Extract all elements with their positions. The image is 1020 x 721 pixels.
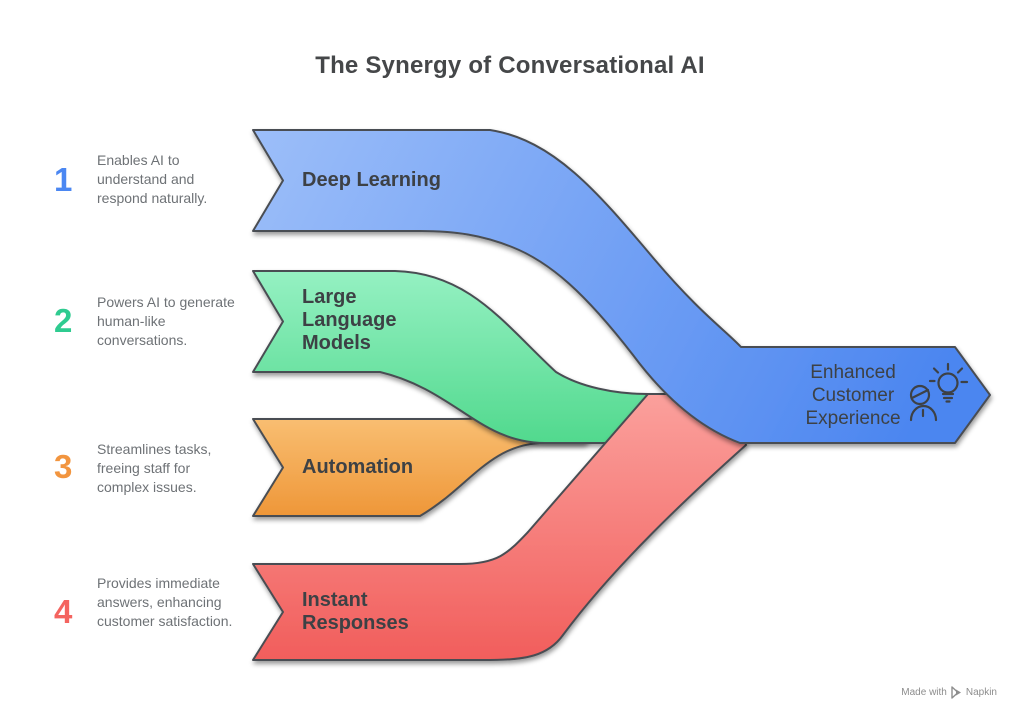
band-label-deep-learning: Deep Learning <box>302 169 441 191</box>
step-description-2: Powers AI to generate human-like convers… <box>97 294 235 349</box>
footer-brand-text: Napkin <box>965 686 997 698</box>
step-description-3: Streamlines tasks, freeing staff for com… <box>97 441 212 496</box>
band-large-language-models <box>252 270 649 444</box>
footer-credit[interactable]: Made with Napkin <box>901 685 997 699</box>
step-description-1: Enables AI to understand and respond nat… <box>97 152 208 207</box>
band-deep-learning-outcome-arrow <box>252 129 991 444</box>
footer-made-with-text: Made with <box>901 686 947 698</box>
outcome-label: Enhanced Customer Experience <box>805 362 901 430</box>
band-label-automation: Automation <box>302 456 414 478</box>
person-idea-icon <box>909 362 969 422</box>
band-label-instant-responses: Instant Responses <box>302 589 409 635</box>
band-label-large-language-models: Large Language Models <box>302 286 397 355</box>
band-instant-responses <box>252 393 747 661</box>
step-number-4: 4 <box>54 593 73 630</box>
step-number-1: 1 <box>54 161 73 198</box>
page-title: The Synergy of Conversational AI <box>315 52 705 79</box>
napkin-flag-icon <box>951 685 961 699</box>
step-number-2: 2 <box>54 302 73 339</box>
step-number-3: 3 <box>54 448 73 485</box>
step-description-4: Provides immediate answers, enhancing cu… <box>97 575 233 630</box>
